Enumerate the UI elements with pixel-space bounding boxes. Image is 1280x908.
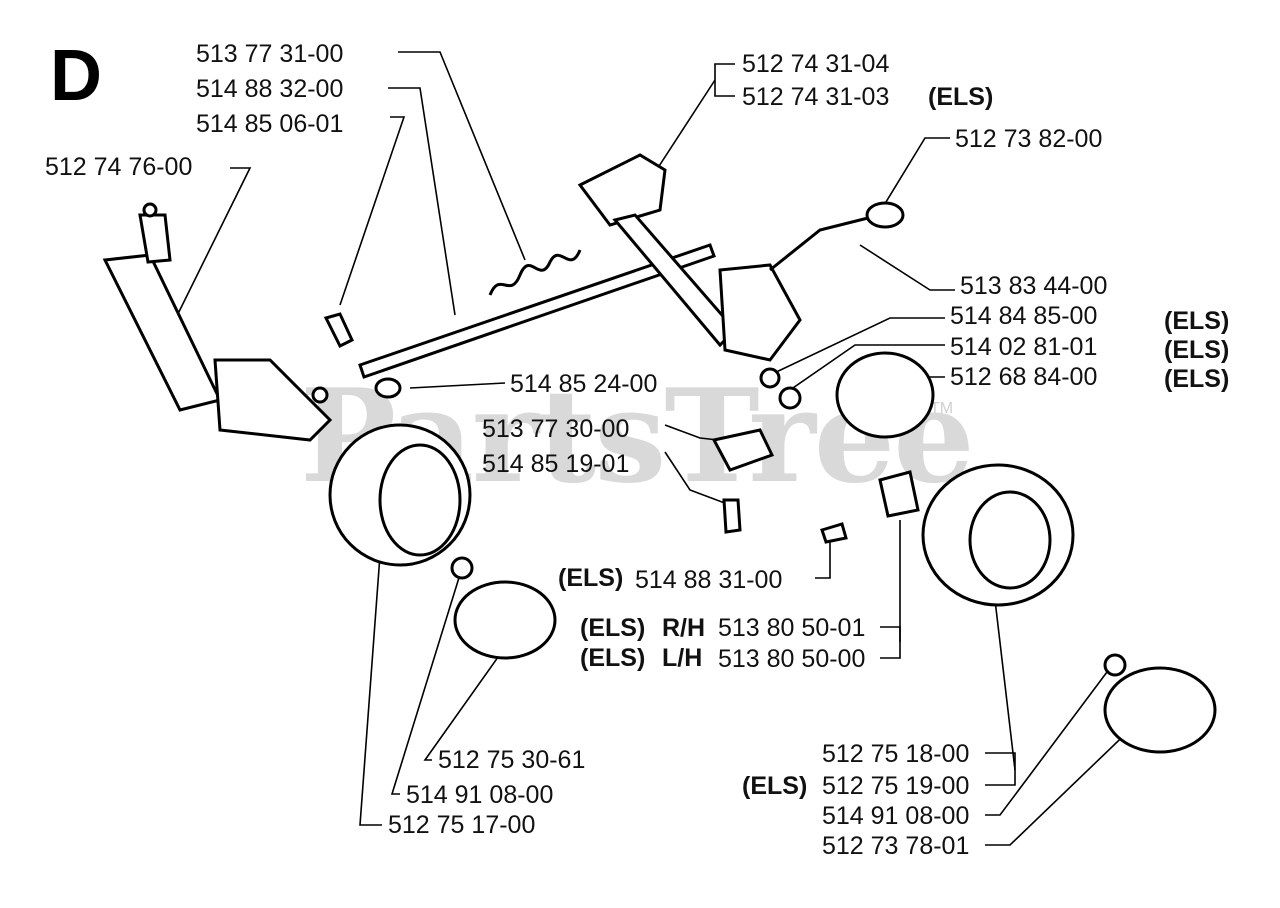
part-label-512751800[interactable]: 512 75 18-00 (822, 740, 970, 768)
part-label-514883100[interactable]: 514 88 31-00 (635, 566, 783, 594)
part-label-513834400[interactable]: 513 83 44-00 (960, 272, 1108, 300)
els-tag-514028101: (ELS) (1164, 336, 1230, 364)
part-label-513773100[interactable]: 513 77 31-00 (196, 40, 344, 68)
left-axle-bracket (102, 202, 333, 442)
part-label-512747600[interactable]: 512 74 76-00 (45, 153, 193, 181)
part-label-512751700[interactable]: 512 75 17-00 (388, 811, 536, 839)
part-label-514850601[interactable]: 514 85 06-01 (196, 110, 344, 138)
part-label-512751900[interactable]: 512 75 19-00 (822, 772, 970, 800)
part-label-513773000[interactable]: 513 77 30-00 (482, 415, 630, 443)
part-label-514028101[interactable]: 514 02 81-01 (950, 333, 1098, 361)
wheels (328, 351, 1217, 754)
section-letter: D (50, 36, 102, 116)
els-tag-514848500: (ELS) (1164, 307, 1230, 335)
part-label-514910800-left[interactable]: 514 91 08-00 (406, 781, 554, 809)
part-label-512737801[interactable]: 512 73 78-01 (822, 832, 970, 860)
small-parts (711, 428, 920, 544)
els-tag-513805000: (ELS) (580, 644, 646, 672)
side-tag-lh: L/H (662, 644, 703, 672)
els-tag-513805001: (ELS) (580, 614, 646, 642)
part-label-513805000[interactable]: 513 80 50-00 (718, 645, 866, 673)
part-label-512753061[interactable]: 512 75 30-61 (438, 746, 586, 774)
part-label-512743103[interactable]: 512 74 31-03 (742, 83, 890, 111)
els-tag-512688400: (ELS) (1164, 365, 1230, 393)
part-label-514851901[interactable]: 514 85 19-01 (482, 450, 630, 478)
watermark-trademark: TM (930, 400, 954, 417)
part-label-514852400[interactable]: 514 85 24-00 (510, 370, 658, 398)
part-label-512743104[interactable]: 512 74 31-04 (742, 50, 890, 78)
side-tag-rh: R/H (662, 614, 706, 642)
part-label-512688400[interactable]: 512 68 84-00 (950, 363, 1098, 391)
els-tag-512751900: (ELS) (742, 772, 808, 800)
part-label-514910800-right[interactable]: 514 91 08-00 (822, 802, 970, 830)
leader-lines (169, 51, 1141, 846)
part-label-514883200[interactable]: 514 88 32-00 (196, 75, 344, 103)
part-label-513805001[interactable]: 513 80 50-01 (718, 614, 866, 642)
part-label-514848500[interactable]: 514 84 85-00 (950, 302, 1098, 330)
els-tag-512743103: (ELS) (928, 83, 994, 111)
part-label-512738200[interactable]: 512 73 82-00 (955, 125, 1103, 153)
rod-and-spring (323, 243, 716, 399)
els-tag-514883100: (ELS) (558, 564, 624, 592)
right-axle-bracket (577, 153, 905, 410)
